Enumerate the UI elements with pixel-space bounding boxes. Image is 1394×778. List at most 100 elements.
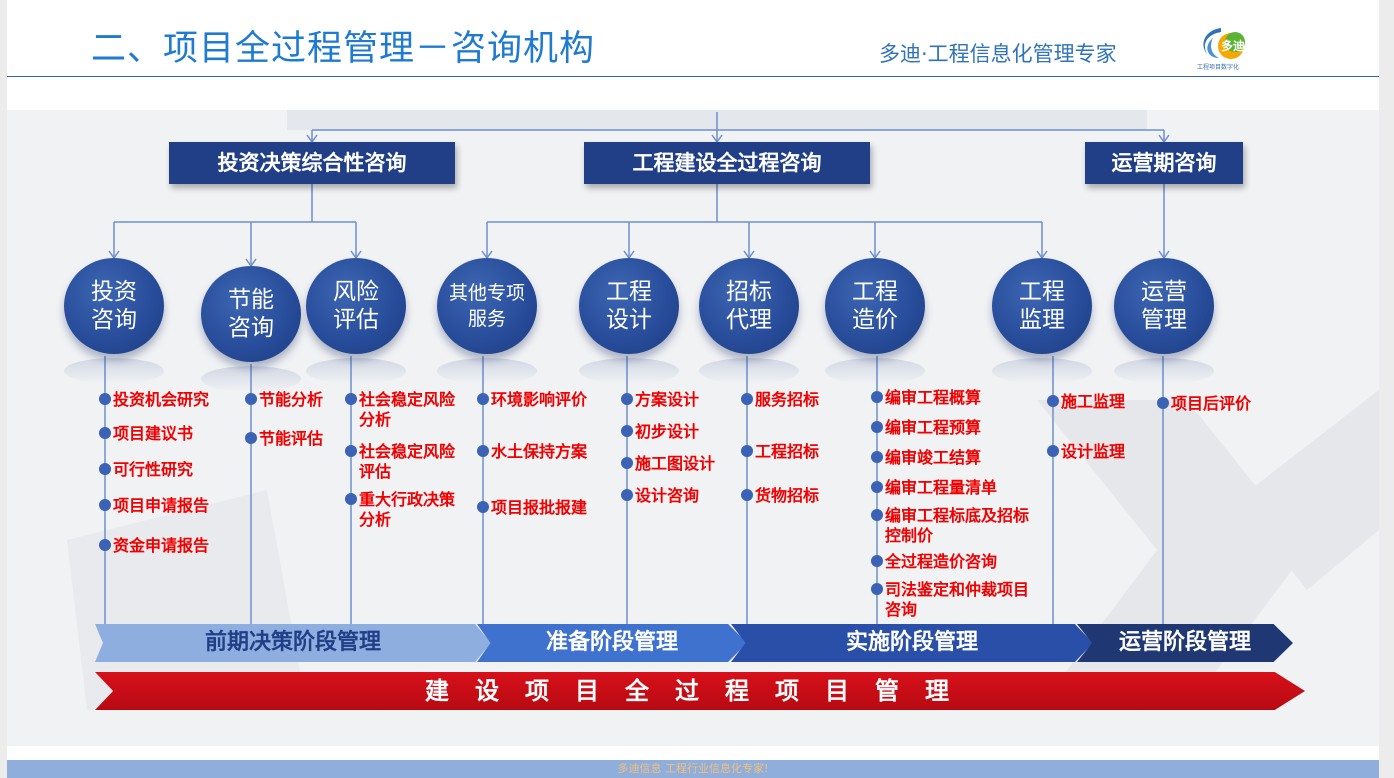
service-investment-consulting-label: 投资咨询 [91,279,137,333]
bullet-dot-icon [741,489,753,501]
list-item-label: 初步设计 [635,422,700,441]
bullet-dot-icon [345,393,357,405]
list-item-label: 编审工程预算 [885,418,982,437]
bullet-dot-icon [1047,395,1059,407]
company-logo-icon: 多迪 [1203,28,1245,59]
service-investment-consulting-reflection [64,358,164,384]
bullet-dot-icon [99,539,111,551]
service-bidding-agency-reflection [699,358,799,384]
phase-preparation: 准备阶段管理 [477,624,747,662]
category-investment-decision: 投资决策综合性咨询 [169,142,455,184]
bullet-dot-icon [477,445,489,457]
service-operation-management: 运营管理 [1114,258,1214,354]
list-item-label: 节能分析 [259,390,324,409]
service-investment-consulting: 投资咨询 [64,258,164,354]
bullet-dot-icon [871,481,883,493]
list-item-label: 可行性研究 [113,460,194,479]
footer-gap [7,746,1379,760]
service-engineering-supervision-reflection [992,358,1092,384]
page-title: 二、项目全过程管理－咨询机构 [91,29,596,69]
bullet-dot-icon [99,427,111,439]
bullet-dot-icon [621,457,633,469]
service-energy-consulting-label: 节能咨询 [228,287,274,341]
list-item-label: 货物招标 [755,486,820,505]
list-item-label: 项目报批报建 [491,498,588,517]
list-item-label: 编审竣工结算 [885,448,982,467]
footer-bar: 多迪信息 工程行业信息化专家! [7,760,1379,778]
phase-implementation: 实施阶段管理 [731,624,1093,662]
bullet-dot-icon [245,393,257,405]
phase-predecision-label: 前期决策阶段管理 [204,630,381,655]
list-item-label: 编审工程标底及招标控制价 [885,506,1030,545]
service-engineering-supervision-label: 工程监理 [1019,279,1065,333]
bullet-dot-icon [345,445,357,457]
list-item-label: 编审工程量清单 [885,478,998,497]
logo-wordmark: 多迪 [1221,38,1245,53]
service-engineering-cost-label: 工程造价 [852,279,898,333]
bullet-dot-icon [621,489,633,501]
brand-slogan: 多迪·工程信息化管理专家 [879,42,1117,66]
list-item-label: 节能评估 [259,429,324,448]
service-other-special-label: 其他专项服务 [448,282,525,330]
list-item-label: 资金申请报告 [113,536,210,555]
bullet-dot-icon [871,451,883,463]
list-item-label: 项目申请报告 [113,496,210,515]
bullet-dot-icon [871,583,883,595]
bullet-dot-icon [99,499,111,511]
service-energy-consulting: 节能咨询 [201,266,301,362]
service-operation-management-label: 运营管理 [1141,279,1187,333]
bullet-dot-icon [741,393,753,405]
service-bidding-agency-label: 招标代理 [726,279,772,333]
service-engineering-supervision: 工程监理 [992,258,1092,354]
service-engineering-design-label: 工程设计 [606,279,652,333]
bullet-dot-icon [871,421,883,433]
list-item-label: 方案设计 [635,390,700,409]
list-item-label: 重大行政决策分析 [359,490,456,529]
list-item-label: 工程招标 [755,442,820,461]
list-item-label: 全过程造价咨询 [885,552,998,571]
bullet-dot-icon [1047,445,1059,457]
phase-operation: 运营阶段管理 [1077,624,1293,662]
list-item-label: 设计监理 [1061,442,1126,461]
list-item-label: 项目建议书 [113,424,194,443]
list-item-label: 施工图设计 [635,454,716,473]
category-operation: 运营期咨询 [1085,142,1243,184]
bullet-dot-icon [99,463,111,475]
slide: 二、项目全过程管理－咨询机构 多迪·工程信息化管理专家 多迪 工程项目数字化 投… [7,0,1379,760]
service-risk-assessment-reflection [306,358,406,384]
bullet-dot-icon [477,501,489,513]
list-item-label: 投资机会研究 [113,390,210,409]
bullet-dot-icon [871,555,883,567]
list-item-label: 施工监理 [1061,392,1126,411]
list-item-label: 环境影响评价 [491,390,588,409]
list-item-label: 项目后评价 [1171,394,1252,413]
service-engineering-cost: 工程造价 [825,258,925,354]
bullet-dot-icon [741,445,753,457]
list-item-label: 编审工程概算 [885,388,982,407]
service-bidding-agency: 招标代理 [699,258,799,354]
phase-predecision: 前期决策阶段管理 [95,624,491,662]
service-risk-assessment-label: 风险评估 [333,279,379,333]
bullet-dot-icon [99,393,111,405]
bullet-dot-icon [621,425,633,437]
list-item-label: 社会稳定风险评估 [359,442,456,481]
service-other-special-reflection [437,358,537,384]
bullet-dot-icon [621,393,633,405]
main-process-bar: 建设项目全过程项目管理 [95,672,1305,710]
service-operation-management-reflection [1114,358,1214,384]
service-energy-consulting-reflection [201,366,301,392]
header: 二、项目全过程管理－咨询机构 多迪·工程信息化管理专家 多迪 工程项目数字化 [7,0,1379,78]
list-item-label: 水土保持方案 [491,442,588,461]
list-item-label: 社会稳定风险分析 [359,390,456,429]
list-item-label: 设计咨询 [635,486,700,505]
bullet-dot-icon [1157,397,1169,409]
category-construction-process: 工程建设全过程咨询 [584,142,870,184]
bullet-dot-icon [345,493,357,505]
bullet-dot-icon [871,391,883,403]
service-engineering-cost-reflection [825,358,925,384]
service-other-special: 其他专项服务 [437,258,537,354]
bullet-dot-icon [245,432,257,444]
list-item-label: 司法鉴定和仲裁项目咨询 [885,580,1030,619]
list-item-label: 服务招标 [755,390,820,409]
service-risk-assessment: 风险评估 [306,258,406,354]
